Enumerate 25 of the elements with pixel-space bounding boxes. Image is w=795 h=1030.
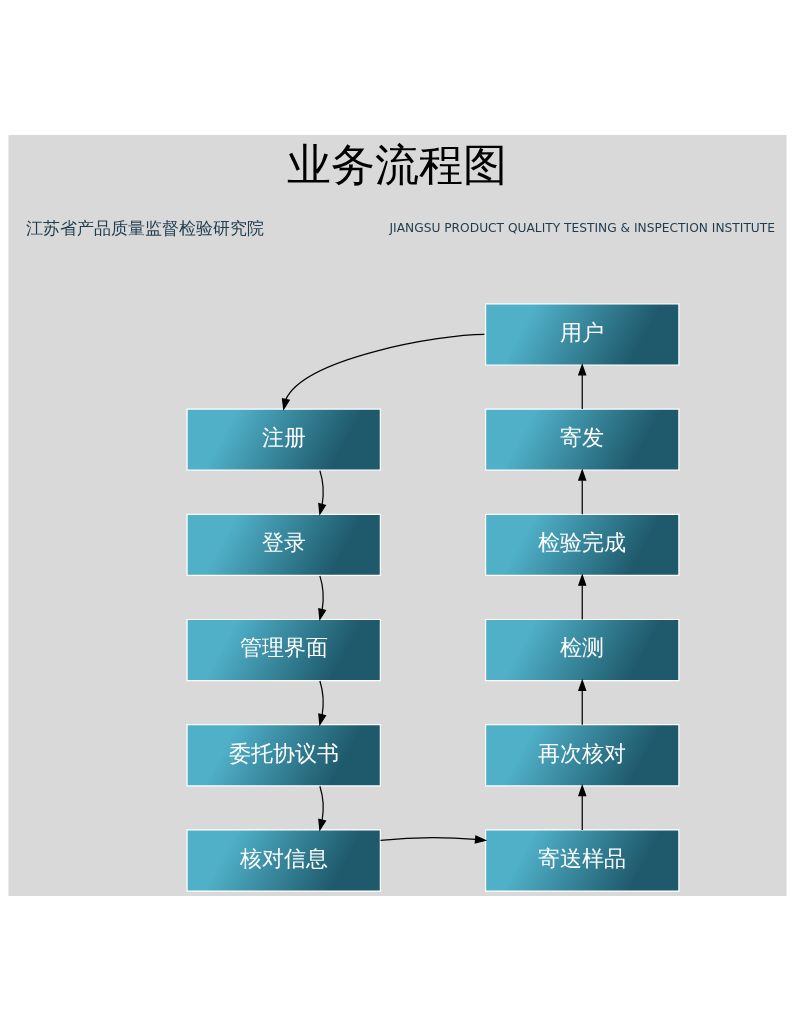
arrow — [318, 785, 327, 831]
label: 江苏省产品质量监督检验研究院 — [26, 217, 265, 238]
arrow — [318, 574, 327, 621]
node-box: 检验完成 — [484, 513, 680, 576]
arrow — [577, 783, 587, 831]
arrow — [577, 362, 587, 410]
arrow — [577, 678, 587, 725]
node-box: 管理界面 — [186, 618, 381, 681]
arrow — [577, 573, 587, 620]
node-box: 用户 — [484, 302, 680, 366]
node-box: 核对信息 — [186, 828, 381, 892]
node-box: 寄送样品 — [484, 828, 680, 892]
node-box: 检测 — [484, 618, 680, 681]
node-box: 再次核对 — [484, 723, 680, 786]
node-box: 注册 — [186, 407, 381, 471]
diagram-title: 业务流程图 — [287, 138, 508, 190]
arrow — [318, 679, 327, 726]
label: JIANGSU PRODUCT QUALITY TESTING & INSPECTION INSTITUTE — [389, 220, 775, 235]
arrow — [318, 469, 327, 516]
arrow — [379, 834, 488, 844]
arrow — [281, 333, 485, 411]
node-box: 寄发 — [484, 407, 680, 471]
node-box: 委托协议书 — [186, 723, 381, 786]
node-box: 登录 — [186, 513, 381, 576]
arrow — [577, 467, 587, 515]
